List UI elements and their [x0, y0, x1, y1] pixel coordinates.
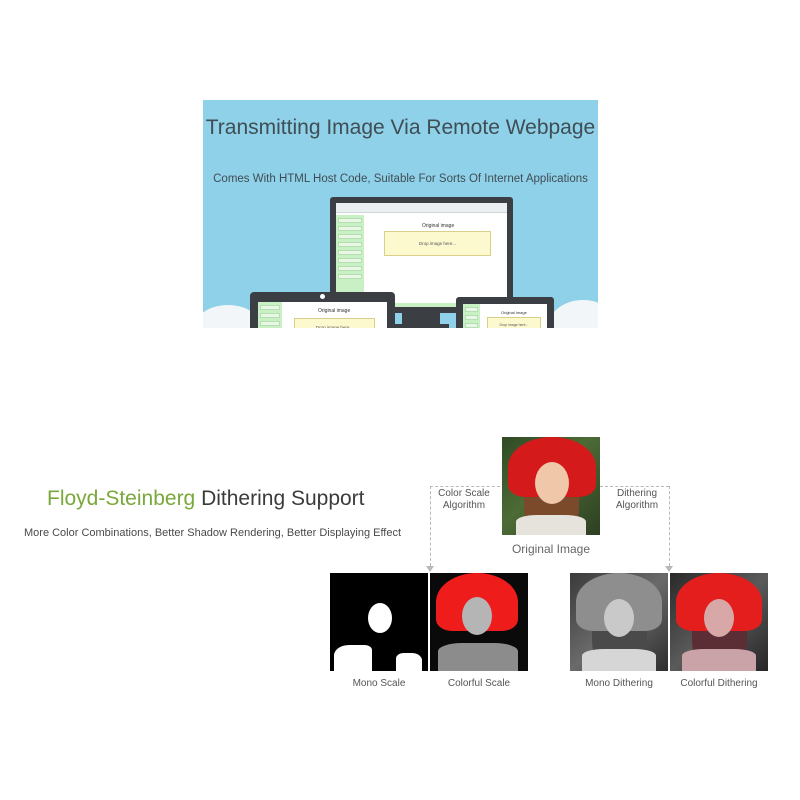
- monitor-screen-title: Original image: [422, 223, 455, 229]
- mono-dithering-caption: Mono Dithering: [585, 678, 653, 689]
- mono-scale-image: [330, 573, 428, 671]
- laptop-camera: [320, 294, 325, 299]
- colorful-scale-dress: [438, 643, 518, 671]
- dithering-algorithm-label: Dithering Algorithm: [612, 488, 662, 512]
- laptop-dropzone: Drop image here...: [294, 318, 375, 328]
- laptop-screen-title: Original image: [318, 308, 351, 314]
- monitor-dropzone: Drop image here...: [384, 231, 491, 256]
- mono-scale-dress-right: [396, 653, 422, 671]
- banner-subtitle: Comes With HTML Host Code, Suitable For …: [213, 173, 588, 185]
- monitor-base: [391, 324, 449, 328]
- flow-line-left-vertical: [430, 486, 431, 566]
- original-image-caption: Original Image: [511, 542, 591, 556]
- dithering-title-accent: Floyd-Steinberg: [47, 487, 196, 510]
- colorful-scale-face: [462, 597, 492, 635]
- flow-line-left-horizontal: [430, 486, 500, 487]
- colorful-scale-caption: Colorful Scale: [447, 678, 511, 689]
- laptop-screen: Original image Drop image here...: [258, 302, 387, 328]
- flow-arrow-right: [665, 566, 673, 572]
- colorful-dithering-face: [704, 599, 734, 637]
- banner-title: Transmitting Image Via Remote Webpage: [205, 116, 596, 139]
- original-image: [502, 437, 600, 535]
- flow-line-right-horizontal: [600, 486, 669, 487]
- flow-line-right-vertical: [669, 486, 670, 566]
- mono-dithering-face: [604, 599, 634, 637]
- colorful-dithering-caption: Colorful Dithering: [680, 678, 758, 689]
- monitor-screen: Original image Drop image here...: [336, 203, 507, 307]
- mono-scale-face: [368, 603, 392, 633]
- monitor: Original image Drop image here...: [330, 197, 513, 313]
- dithering-title: Floyd-Steinberg Dithering Support: [47, 487, 365, 511]
- original-dress: [516, 515, 586, 535]
- colorful-dithering-image: [670, 573, 768, 671]
- monitor-sidebar: [336, 215, 364, 307]
- dithering-subtitle: More Color Combinations, Better Shadow R…: [24, 527, 402, 539]
- flow-arrow-left: [426, 566, 434, 572]
- mono-scale-dress: [334, 645, 372, 671]
- mono-dithering-image: [570, 573, 668, 671]
- original-face: [535, 462, 569, 504]
- tablet-dropzone: Drop image here...: [487, 317, 541, 328]
- laptop: Original image Drop image here...: [250, 292, 395, 328]
- tablet-sidebar: [463, 304, 480, 328]
- dithering-title-rest: Dithering Support: [195, 487, 365, 510]
- monitor-footer-bar: [336, 303, 507, 307]
- tablet-screen: Original image Drop image here...: [463, 304, 547, 328]
- color-scale-algorithm-label: Color Scale Algorithm: [438, 488, 490, 512]
- browser-bar: [336, 203, 507, 213]
- monitor-stand: [402, 313, 440, 325]
- mono-dithering-dress: [582, 649, 656, 671]
- mono-scale-caption: Mono Scale: [352, 678, 406, 689]
- tablet-screen-title: Original image: [501, 310, 527, 315]
- banner: Transmitting Image Via Remote Webpage Co…: [203, 100, 598, 328]
- laptop-sidebar: [258, 302, 282, 328]
- tablet: Original image Drop image here...: [456, 297, 554, 328]
- colorful-scale-image: [430, 573, 528, 671]
- colorful-dithering-dress: [682, 649, 756, 671]
